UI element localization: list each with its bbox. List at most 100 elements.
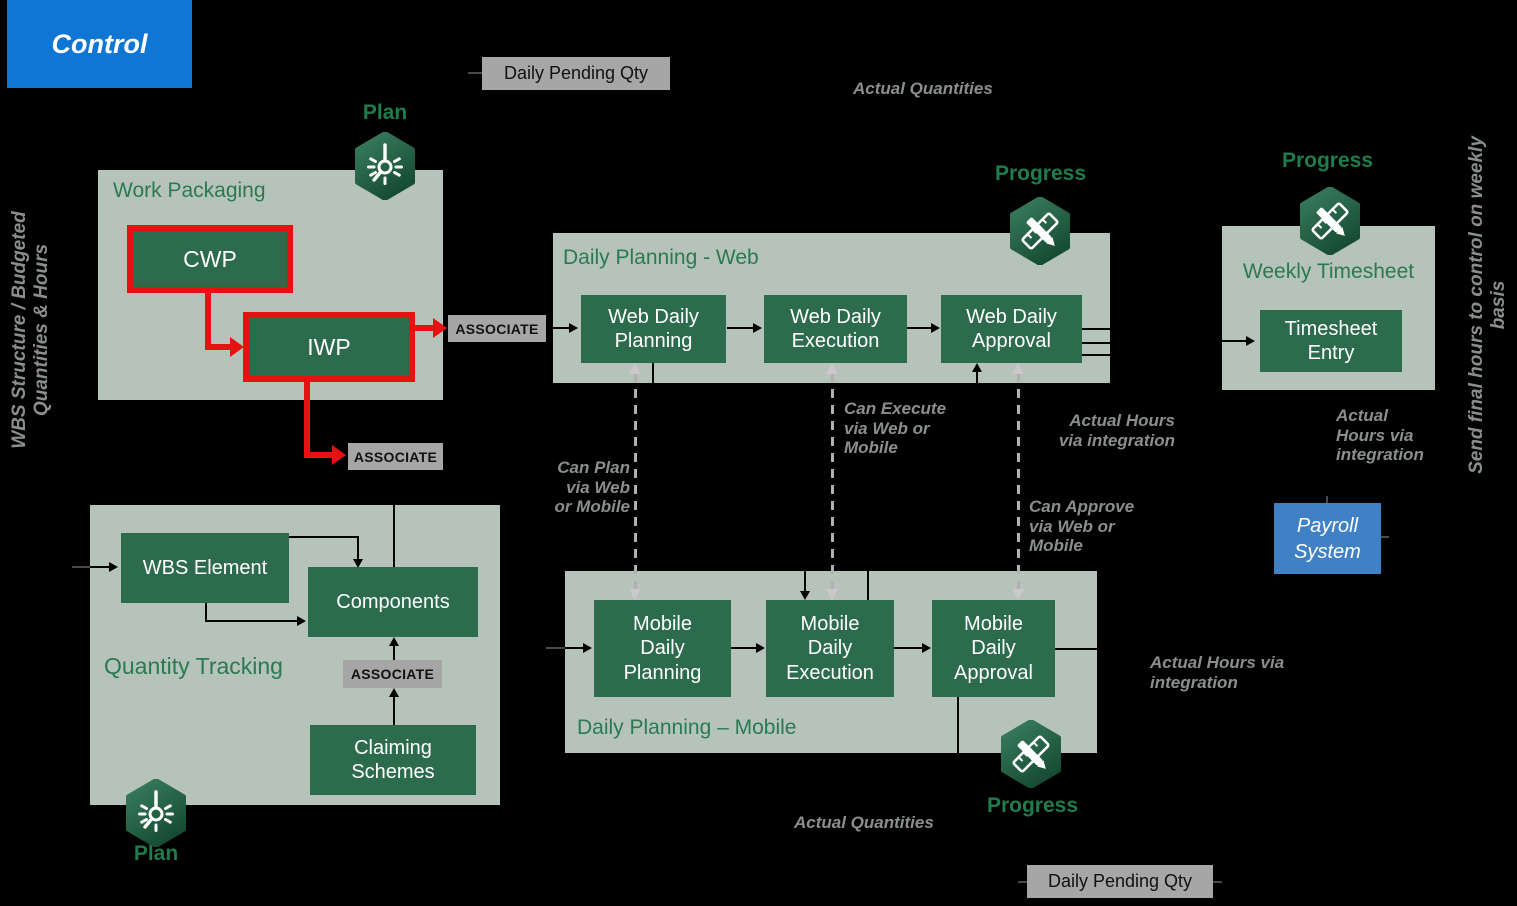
- arrowhead-wbs-comp-top: [353, 559, 363, 568]
- actual-hours-mobile-note: Actual Hours via integration: [1150, 653, 1285, 692]
- web-daily-planning-node: Web Daily Planning: [581, 295, 726, 363]
- progress-badge-timesheet: Progress: [1281, 149, 1374, 172]
- can-plan-note: Can Plan via Web or Mobile: [554, 458, 630, 517]
- cwp-node: CWP: [127, 225, 293, 293]
- gray-arrow-up-approval: [1012, 363, 1024, 374]
- connector-cwp-iwp: [205, 344, 235, 350]
- claiming-schemes-node: Claiming Schemes: [310, 725, 476, 795]
- payroll-system-box: Payroll System: [1274, 503, 1381, 574]
- connector-qt-entry: [90, 566, 110, 568]
- weekly-timesheet-title: Weekly Timesheet: [1242, 260, 1415, 283]
- mobile-daily-planning-node: Mobile Daily Planning: [594, 600, 731, 697]
- arrowhead-mdp-mde: [756, 643, 765, 653]
- gray-arrow-up-planning: [629, 363, 641, 374]
- arrowhead-into-wda: [972, 363, 982, 372]
- connector-timesheet-entry: [1200, 340, 1247, 342]
- arrowhead-mde-mda: [922, 643, 931, 653]
- connector-iwp-down: [304, 382, 310, 458]
- connector-wbs-comp-v: [357, 536, 359, 560]
- arrowhead-wdp-wde: [753, 323, 762, 333]
- daily-planning-mobile-title: Daily Planning – Mobile: [577, 716, 797, 739]
- progress-icon-mobile: [1000, 720, 1062, 793]
- connector-wbs-down: [205, 603, 207, 622]
- connector-wbs-comp-h: [289, 536, 359, 538]
- connector-wdp-wde: [727, 327, 755, 329]
- quantity-tracking-title: Quantity Tracking: [104, 653, 283, 679]
- arrowhead-iwp-associate: [433, 318, 447, 338]
- plan-icon-bottom: [125, 779, 187, 852]
- dashed-link-planning: [634, 373, 637, 592]
- arrowhead-cwp-iwp: [230, 337, 244, 357]
- components-node: Components: [308, 567, 478, 637]
- stub-payroll-top: [1326, 496, 1328, 503]
- mobile-daily-approval-node: Mobile Daily Approval: [932, 600, 1055, 697]
- actual-quantities-top-note: Actual Quantities: [853, 79, 993, 98]
- arrowhead-wde-wda: [931, 323, 940, 333]
- stub-mobile-entry: [546, 647, 565, 649]
- connector-associate2-components: [393, 472, 395, 567]
- timesheet-entry-node: Timesheet Entry: [1260, 310, 1402, 372]
- connector-claiming-associate: [393, 696, 395, 725]
- mobile-daily-execution-node: Mobile Daily Execution: [766, 600, 894, 697]
- actual-hours-timesheet-note: Actual Hours via integration: [1336, 406, 1424, 465]
- connector-mobile-entry: [565, 647, 584, 649]
- arrowhead-iwp-associate2: [332, 445, 346, 465]
- can-execute-note: Can Execute via Web or Mobile: [844, 399, 947, 458]
- work-packaging-title: Work Packaging: [113, 179, 266, 202]
- daily-planning-web-title: Daily Planning - Web: [563, 246, 759, 269]
- associate-tag-iwp-web: ASSOCIATE: [448, 315, 546, 342]
- connector-wde-wda: [907, 327, 933, 329]
- connector-wbs-comp-left: [205, 620, 298, 622]
- actual-hours-web-note: Actual Hours via integration: [1058, 411, 1175, 450]
- arrowhead-qt-entry: [109, 562, 118, 572]
- arrowhead-claiming-associate: [389, 688, 399, 697]
- iwp-node: IWP: [243, 312, 415, 382]
- arrowhead-into-mde: [800, 591, 810, 600]
- arrowhead-timesheet-entry: [1246, 336, 1255, 346]
- progress-badge-web: Progress: [994, 162, 1087, 185]
- connector-iwp-associate2: [304, 452, 336, 458]
- can-approve-note: Can Approve via Web or Mobile: [1029, 497, 1135, 556]
- stub-control-line: [468, 72, 482, 74]
- connector-iwp-associate: [415, 325, 437, 331]
- stub-pending-bottom-right: [1213, 881, 1222, 883]
- control-box: Control: [7, 0, 192, 88]
- connector-mdp-mde: [731, 647, 757, 649]
- connector-mde-mda: [894, 647, 923, 649]
- connector-mda-right: [1055, 648, 1105, 650]
- stub-qt-entry: [72, 566, 90, 568]
- connector-associate-wdp: [546, 327, 572, 329]
- connector-mda-down: [957, 697, 959, 753]
- arrowhead-associate-wdp: [569, 323, 578, 333]
- stub-wda-right-3: [1082, 354, 1115, 356]
- dashed-link-approval: [1017, 373, 1020, 592]
- daily-pending-qty-tag-top: Daily Pending Qty: [482, 57, 670, 90]
- arrowhead-wbs-comp-left: [297, 616, 306, 626]
- plan-badge-bottom: Plan: [133, 842, 179, 865]
- connector-into-mde-line: [804, 560, 806, 592]
- wbs-element-node: WBS Element: [121, 533, 289, 603]
- arrowhead-associate-components: [389, 637, 399, 646]
- arrowhead-mobile-entry: [583, 643, 592, 653]
- stub-wda-right-1: [1082, 328, 1114, 330]
- gray-arrow-down-planning: [629, 589, 641, 600]
- connector-cwp-down: [205, 293, 211, 350]
- plan-badge-top: Plan: [362, 101, 408, 124]
- gray-arrow-down-execution: [826, 589, 838, 600]
- plan-icon-top: [354, 132, 416, 205]
- stub-payroll-right: [1381, 536, 1389, 538]
- associate-tag-iwp-components: ASSOCIATE: [348, 443, 443, 470]
- actual-quantities-bottom-note: Actual Quantities: [794, 813, 934, 832]
- progress-badge-mobile: Progress: [986, 794, 1079, 817]
- dashed-link-execution: [831, 373, 834, 592]
- connector-into-mde-plain: [867, 560, 869, 600]
- progress-icon-timesheet: [1299, 187, 1361, 260]
- progress-icon-web: [1009, 197, 1071, 270]
- web-daily-execution-node: Web Daily Execution: [764, 295, 907, 363]
- daily-pending-qty-tag-bottom: Daily Pending Qty: [1027, 865, 1213, 898]
- web-daily-approval-node: Web Daily Approval: [941, 295, 1082, 363]
- side-note-left: WBS Structure / Budgeted Quantities & Ho…: [9, 211, 53, 449]
- stub-pending-bottom-left: [1018, 881, 1027, 883]
- stub-wda-right-2: [1082, 342, 1115, 344]
